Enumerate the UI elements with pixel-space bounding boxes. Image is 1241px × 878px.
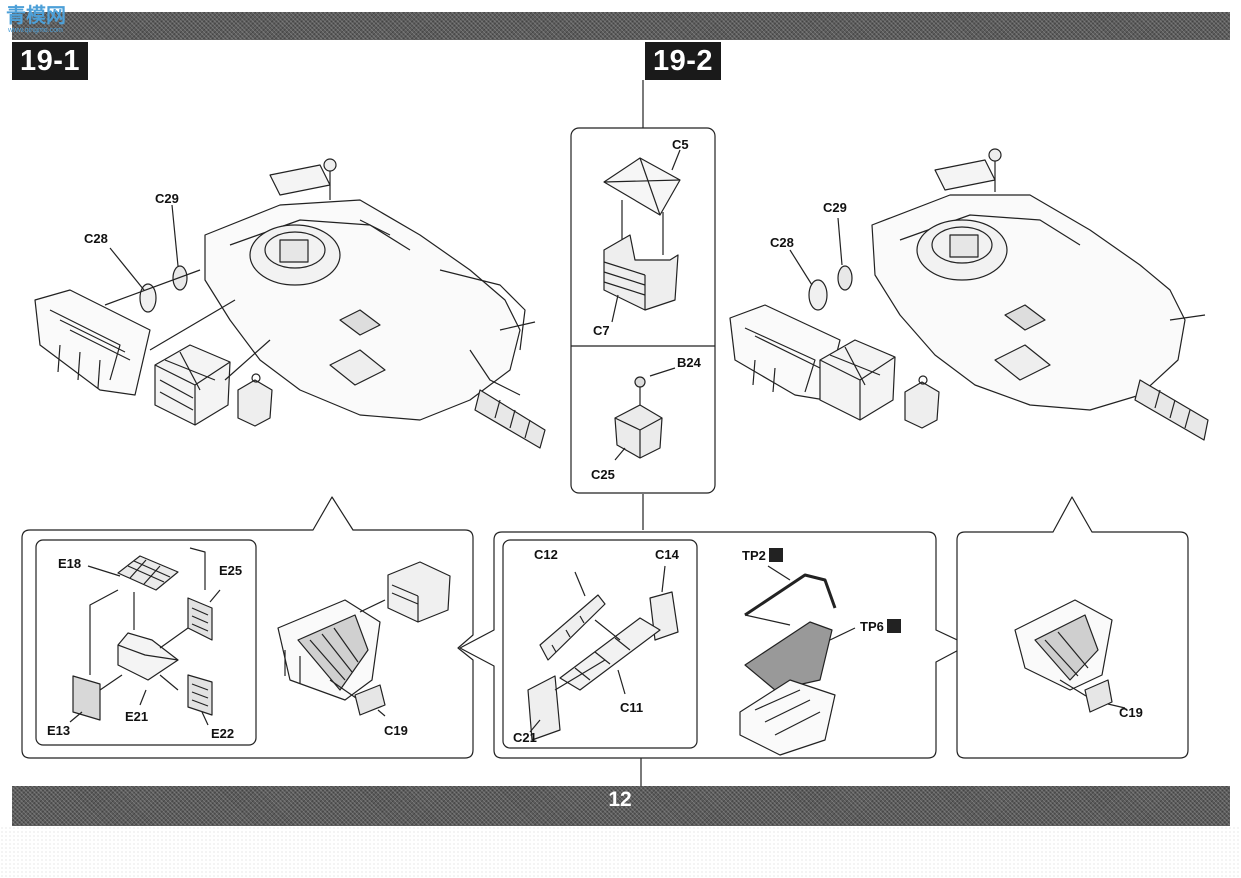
tp2-frame: [744, 573, 837, 626]
basket-assembly-left: [277, 599, 381, 701]
storage-box-right: [819, 339, 896, 421]
tp6-mesh: [744, 621, 833, 691]
c12-rail: [539, 594, 606, 661]
label-c25: C25: [591, 467, 615, 482]
site-logo-url: www.qingmo.com: [8, 27, 63, 34]
label-c11: C11: [620, 700, 644, 715]
basket-left: [34, 289, 151, 396]
basket-assembly-right: [1014, 599, 1113, 691]
lights-right: [808, 265, 853, 311]
label-c28-right: C28: [770, 235, 794, 250]
box-assembly-left: [387, 561, 451, 623]
label-c5: C5: [672, 137, 689, 152]
label-c12: C12: [534, 547, 558, 562]
c25-box: [614, 404, 663, 459]
site-logo: 青模网: [6, 5, 66, 27]
c7-box: [603, 234, 679, 311]
label-tp6: TP6: [860, 619, 902, 634]
small-box-right: [904, 375, 940, 429]
e22-plate: [187, 674, 213, 716]
gun-barrel-left: [474, 389, 546, 449]
scan-noise: [0, 826, 1241, 878]
label-e22: E22: [211, 726, 235, 741]
small-box-left: [237, 373, 273, 427]
turret-right-drawing: [871, 148, 1209, 441]
label-tp2-text: TP2: [742, 548, 766, 563]
bottom-decorative-band: [12, 786, 1230, 826]
storage-box-left: [154, 344, 231, 426]
label-b24: B24: [677, 355, 701, 370]
top-decorative-band: [12, 12, 1230, 40]
label-e21: E21: [125, 709, 149, 724]
c5-plate: [603, 149, 681, 216]
b24-lamp: [634, 367, 676, 408]
label-c21: C21: [513, 730, 537, 745]
e18-plate: [117, 555, 179, 591]
basket-assembly-center: [739, 679, 836, 756]
label-c7: C7: [593, 323, 610, 338]
label-e18: E18: [58, 556, 82, 571]
label-tp6-text: TP6: [860, 619, 884, 634]
gun-barrel-right: [1134, 379, 1209, 441]
photo-etch-icon: [769, 548, 784, 562]
page-number: 12: [608, 788, 632, 811]
step-label-19-1: 19-1: [12, 42, 89, 80]
label-c19-right: C19: [1119, 705, 1143, 720]
label-e25: E25: [219, 563, 243, 578]
label-c28-left: C28: [84, 231, 108, 246]
step-label-19-2: 19-2: [645, 42, 722, 80]
e13-plate: [72, 675, 101, 721]
label-c14: C14: [655, 547, 679, 562]
label-c19-left: C19: [384, 723, 408, 738]
basket-right: [729, 304, 841, 401]
photo-etch-icon: [887, 619, 902, 633]
label-tp2: TP2: [742, 548, 784, 563]
label-c29-left: C29: [155, 191, 179, 206]
label-e13: E13: [47, 723, 71, 738]
turret-left-drawing: [204, 158, 546, 449]
label-c29-right: C29: [823, 200, 847, 215]
e21-base: [117, 632, 179, 681]
c19-plate-right: [1084, 679, 1113, 713]
e25-plate: [187, 597, 213, 641]
c19-plate-left: [354, 684, 386, 716]
